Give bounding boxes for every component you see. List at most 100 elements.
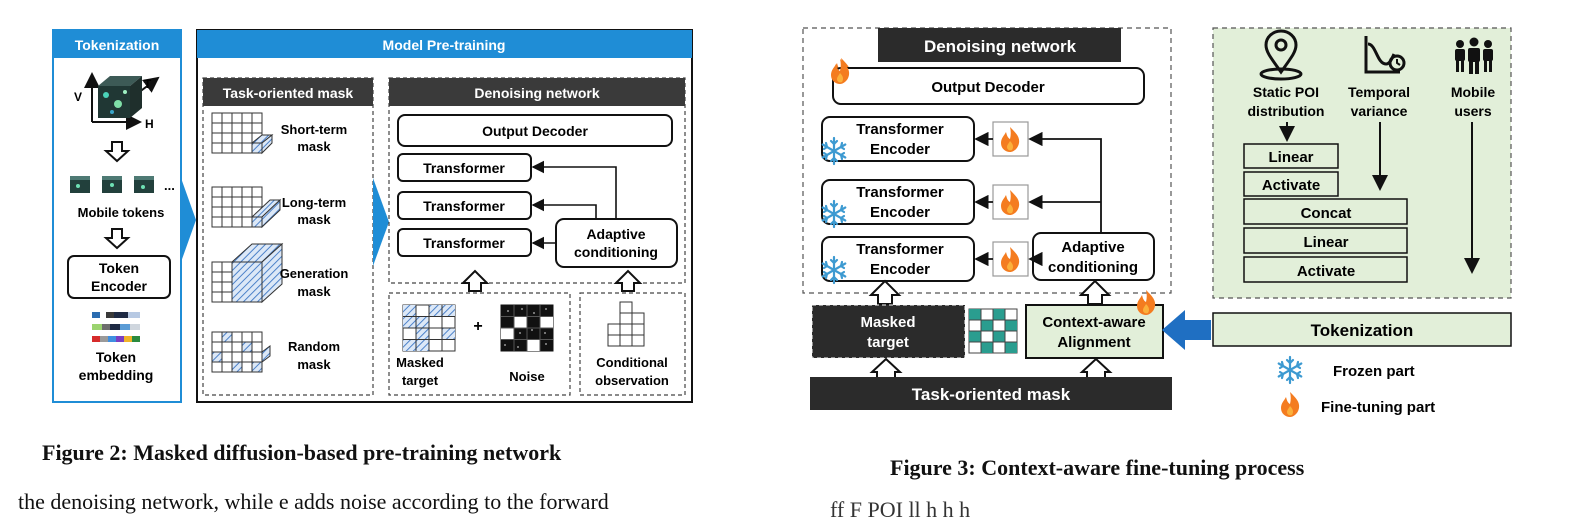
f3-adaptive-line1: Adaptive [1061, 239, 1124, 256]
mask-label-2b: mask [297, 212, 331, 227]
down-arrow-icon [103, 141, 131, 163]
up-arrow-icon [868, 279, 902, 305]
fire-icon [1281, 392, 1300, 417]
token-encoder-box [67, 255, 171, 299]
masked-target-line2: target [402, 373, 439, 388]
token-encoder-line1: Token [99, 260, 139, 276]
f3-activate-text-2: Activate [1297, 263, 1355, 280]
mobile-tokens-label: Mobile tokens [78, 205, 165, 220]
tokenization-header-text: Tokenization [75, 37, 160, 53]
static-poi-line2: distribution [1248, 103, 1325, 119]
transformer-text-1: Transformer [423, 160, 505, 176]
f3-encoder-1-line1: Transformer [856, 121, 944, 138]
f3-encoder-2-line2: Encoder [870, 204, 930, 221]
f3-output-decoder-box [832, 67, 1145, 105]
plus-sign: + [473, 318, 482, 335]
f3-task-mask-text: Task-oriented mask [912, 385, 1071, 404]
body-text-right: ff F POI ll h h h [830, 497, 971, 522]
mask-label-1a: Short-term [281, 122, 347, 137]
figure3: Denoising network Output Decoder Transfo… [802, 27, 1512, 417]
figure2-caption: Figure 2: Masked diffusion-based pre-tra… [42, 440, 562, 465]
f3-encoder-box-1 [821, 116, 975, 162]
transformer-text-3: Transformer [423, 235, 505, 251]
pretraining-header-text: Model Pre-training [383, 37, 506, 53]
f3-linear-text-1: Linear [1268, 149, 1313, 166]
mask-label-1b: mask [297, 139, 331, 154]
legend-finetune-text: Fine-tuning part [1321, 399, 1435, 416]
mask-label-3a: Generation [280, 266, 349, 281]
fire-icon [1137, 290, 1156, 315]
transformer-box-3 [397, 228, 532, 257]
f3-adaptive-line2: conditioning [1048, 259, 1138, 276]
transformer-text-2: Transformer [423, 198, 505, 214]
f3-masked-target-box [811, 304, 966, 359]
transformer-box-1 [397, 153, 532, 182]
axis-h-label: H [145, 117, 154, 131]
output-decoder-text: Output Decoder [482, 123, 588, 139]
temporal-line1: Temporal [1348, 84, 1410, 100]
f3-encoder-1-line2: Encoder [870, 141, 930, 158]
up-arrow-icon [613, 269, 643, 292]
down-arrow-icon [103, 228, 131, 250]
f3-tokenization-text: Tokenization [1311, 321, 1414, 340]
noise-icon [500, 304, 554, 352]
token-embedding-line1: Token [96, 349, 136, 365]
f3-context-line2: Alignment [1057, 334, 1130, 351]
generation-mask-icon [211, 242, 284, 304]
axis-v-label: V [74, 90, 82, 104]
mask-label-3b: mask [297, 284, 331, 299]
f3-linear-text-2: Linear [1303, 234, 1348, 251]
f3-masked-target-line2: target [867, 334, 909, 351]
f3-concat-text: Concat [1301, 205, 1352, 222]
conditioning-arrows [531, 160, 617, 250]
figure2: Tokenization V T H ... Mobile tokens [52, 29, 693, 403]
f3-denoise-header [878, 28, 1121, 62]
f3-denoise-header-text: Denoising network [924, 37, 1077, 56]
f3-context-arrows [1279, 122, 1480, 274]
f3-activate-box-1 [1243, 171, 1339, 197]
axis-t-label: T [144, 77, 152, 91]
adaptive-text-1: Adaptive [586, 226, 645, 242]
f3-linear-box-2 [1243, 227, 1408, 254]
map-pin-icon [1259, 29, 1303, 81]
f3-context-alignment-box [1025, 304, 1164, 359]
f3-activate-box-2 [1243, 256, 1408, 283]
body-text-left: the denoising network, while e adds nois… [18, 489, 609, 514]
masked-target-line1: Masked [396, 355, 444, 370]
f3-token-grid-icon [968, 308, 1018, 354]
mobile-token-icon [70, 176, 154, 193]
f3-masked-target-line1: Masked [860, 314, 915, 331]
pretraining-header [197, 30, 692, 58]
adaptive-text-2: conditioning [574, 244, 658, 260]
f3-big-arrow-icon [1162, 310, 1211, 350]
cond-obs-line1: Conditional [596, 355, 668, 370]
f3-encoder-box-2 [821, 179, 975, 225]
flow-chevron-icon [373, 178, 389, 266]
f3-tokenization-box [1212, 312, 1512, 347]
token-embedding-swatches [92, 312, 140, 342]
noise-label: Noise [509, 369, 544, 384]
users-icon [1455, 37, 1493, 74]
mask-label-4b: mask [297, 357, 331, 372]
f3-output-decoder-text: Output Decoder [931, 79, 1044, 96]
denoise-header [389, 78, 685, 106]
f3-concat-box [1243, 198, 1408, 225]
f3-conditioning-arrows [974, 131, 1102, 267]
mask-header-text: Task-oriented mask [223, 85, 354, 101]
f3-encoder-box-3 [821, 236, 975, 282]
f3-linear-box-1 [1243, 143, 1339, 169]
cube-icon [84, 72, 160, 130]
mask-header [203, 78, 373, 106]
short-term-mask-icon [211, 112, 274, 155]
up-arrow-icon [460, 269, 490, 292]
users-line1: Mobile [1451, 84, 1496, 100]
output-decoder-box [397, 114, 673, 147]
flow-chevron-icon [181, 178, 196, 262]
tokenization-header [53, 30, 181, 58]
temporal-line2: variance [1351, 103, 1408, 119]
f3-task-mask-bar [810, 377, 1172, 410]
f3-encoder-2-line1: Transformer [856, 184, 944, 201]
conditional-observation-icon [607, 301, 645, 347]
f3-encoder-3-line1: Transformer [856, 241, 944, 258]
